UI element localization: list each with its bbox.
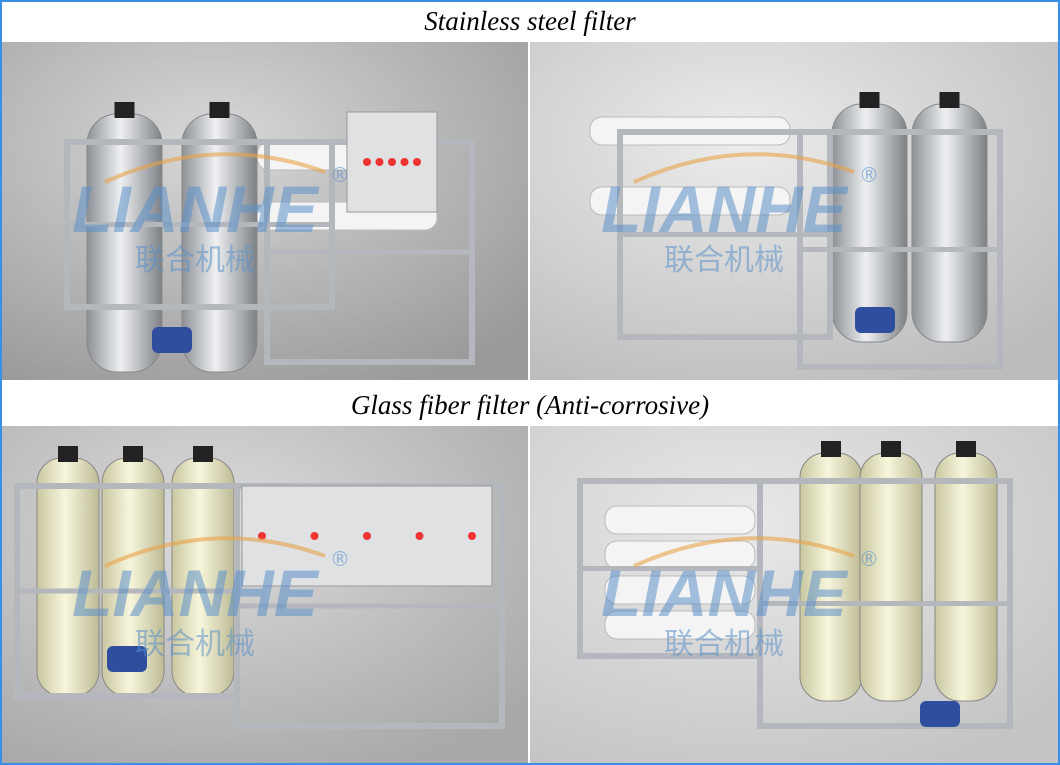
control-valve-icon <box>209 102 230 118</box>
control-valve-icon <box>58 446 78 462</box>
pump-motor <box>855 307 895 333</box>
indicator-light <box>363 532 371 540</box>
membrane-housing <box>604 610 756 640</box>
pump-motor <box>152 327 192 353</box>
control-valve-icon <box>881 441 901 457</box>
indicator-light <box>375 158 384 166</box>
watermark-chinese: 联合机械 <box>664 627 784 662</box>
indicator-light <box>468 532 476 540</box>
indicator-light <box>310 532 319 540</box>
caption-glass-fiber: Glass fiber filter (Anti-corrosive) <box>350 390 710 420</box>
watermark-registered: ® <box>330 163 350 187</box>
indicator-light <box>258 532 266 540</box>
watermark-chinese: 联合机械 <box>135 627 255 662</box>
indicator-light <box>415 532 424 540</box>
watermark-registered: ® <box>859 163 879 187</box>
watermark-brand: LIANHE <box>601 172 849 246</box>
control-valve-icon <box>956 441 976 457</box>
caption-stainless-steel: Stainless steel filter <box>424 6 636 36</box>
indicator-light <box>388 158 396 166</box>
watermark-swoosh <box>104 536 326 568</box>
watermark-swoosh <box>633 152 855 184</box>
watermark-chinese: 联合机械 <box>135 243 255 278</box>
membrane-housing <box>589 186 791 216</box>
watermark-swoosh <box>104 152 326 184</box>
control-valve-icon <box>193 446 213 462</box>
filter-tank <box>934 452 998 702</box>
watermark-brand: LIANHE <box>601 556 849 630</box>
pump-motor <box>107 646 147 672</box>
watermark-chinese: 联合机械 <box>664 243 784 278</box>
control-valve-icon <box>114 102 135 118</box>
indicator-light <box>363 158 371 166</box>
watermark-brand: LIANHE <box>72 556 320 630</box>
control-valve-icon <box>859 92 880 108</box>
watermark-registered: ® <box>859 547 879 571</box>
filter-tank <box>911 103 988 343</box>
indicator-light <box>413 158 421 166</box>
watermark-registered: ® <box>330 547 350 571</box>
watermark-brand: LIANHE <box>72 172 320 246</box>
control-valve-icon <box>123 446 143 462</box>
control-valve-icon <box>821 441 841 457</box>
indicator-light <box>400 158 409 166</box>
control-valve-icon <box>939 92 960 108</box>
filter-tank <box>859 452 923 702</box>
pump-motor <box>920 701 960 727</box>
watermark-swoosh <box>633 536 855 568</box>
membrane-housing <box>604 575 756 605</box>
membrane-housing <box>604 505 756 535</box>
